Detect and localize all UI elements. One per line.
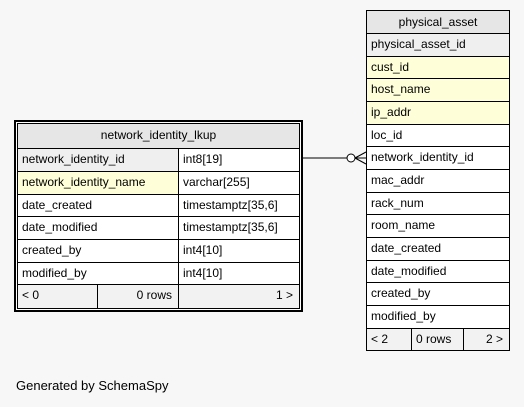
column-row[interactable]: physical_asset_id — [367, 34, 509, 57]
column-row[interactable]: date_modified — [367, 261, 509, 283]
column-row[interactable]: host_name — [367, 79, 509, 102]
table-title: physical_asset — [398, 15, 478, 29]
column-row[interactable]: ip_addr — [367, 102, 509, 125]
row-count: 0 rows — [412, 329, 464, 350]
column-row[interactable]: modified_by int4[10] — [18, 263, 299, 285]
column-row[interactable]: network_identity_id int8[19] — [18, 149, 299, 172]
table-header[interactable]: network_identity_lkup — [18, 124, 299, 149]
parents-count[interactable]: < 0 — [18, 285, 98, 308]
column-row[interactable]: date_created timestamptz[35,6] — [18, 195, 299, 217]
column-name: host_name — [371, 82, 431, 96]
children-count[interactable]: 2 > — [485, 332, 503, 346]
column-name: rack_num — [371, 196, 424, 210]
column-name: created_by — [371, 286, 431, 300]
column-type: int4[10] — [183, 243, 223, 257]
generated-by-caption: Generated by SchemaSpy — [16, 378, 169, 393]
column-name: cust_id — [371, 60, 410, 74]
column-name: mac_addr — [371, 173, 425, 187]
column-row[interactable]: created_by — [367, 283, 509, 306]
column-type: varchar[255] — [179, 172, 299, 194]
column-name: modified_by — [18, 263, 179, 284]
column-type: timestamptz[35,6] — [183, 198, 278, 212]
column-type: int4[10] — [183, 266, 223, 280]
table-footer[interactable]: < 2 0 rows 2 > — [367, 329, 509, 350]
column-row[interactable]: loc_id — [367, 125, 509, 147]
column-row[interactable]: cust_id — [367, 57, 509, 79]
column-type: timestamptz[35,6] — [183, 220, 278, 234]
column-name: date_modified — [371, 264, 447, 278]
column-row[interactable]: created_by int4[10] — [18, 240, 299, 263]
column-row[interactable]: date_modified timestamptz[35,6] — [18, 217, 299, 240]
column-row[interactable]: modified_by — [367, 306, 509, 329]
column-name: created_by — [18, 240, 179, 262]
column-row[interactable]: mac_addr — [367, 170, 509, 193]
column-row[interactable]: network_identity_id — [367, 147, 509, 170]
table-footer[interactable]: < 0 0 rows 1 > — [18, 285, 299, 308]
column-name: loc_id — [371, 128, 403, 142]
column-row[interactable]: network_identity_name varchar[255] — [18, 172, 299, 195]
column-type: int8[19] — [179, 149, 299, 171]
column-row[interactable]: room_name — [367, 215, 509, 238]
column-name: date_modified — [18, 217, 179, 239]
column-name: room_name — [371, 218, 436, 232]
zero-cardinality-circle — [346, 153, 356, 163]
column-row[interactable]: date_created — [367, 238, 509, 261]
column-name: modified_by — [371, 309, 436, 323]
column-name: network_identity_name — [18, 172, 179, 194]
column-name: date_created — [371, 241, 442, 255]
physical-asset-table[interactable]: physical_asset physical_asset_id cust_id… — [366, 10, 510, 351]
column-row[interactable]: rack_num — [367, 193, 509, 215]
column-name: network_identity_id — [371, 150, 474, 164]
column-name: network_identity_id — [18, 149, 179, 171]
parents-count[interactable]: < 2 — [367, 329, 412, 350]
column-name: date_created — [18, 195, 179, 216]
network-identity-lkup-table[interactable]: network_identity_lkup network_identity_i… — [14, 120, 303, 312]
row-count: 0 rows — [98, 285, 179, 308]
table-header[interactable]: physical_asset — [367, 11, 509, 34]
children-count[interactable]: 1 > — [275, 288, 293, 302]
crows-foot-upper — [354, 151, 367, 159]
column-name: ip_addr — [371, 105, 412, 119]
crows-foot-lower — [354, 157, 367, 165]
column-name: physical_asset_id — [371, 37, 466, 51]
table-title: network_identity_lkup — [100, 128, 217, 142]
